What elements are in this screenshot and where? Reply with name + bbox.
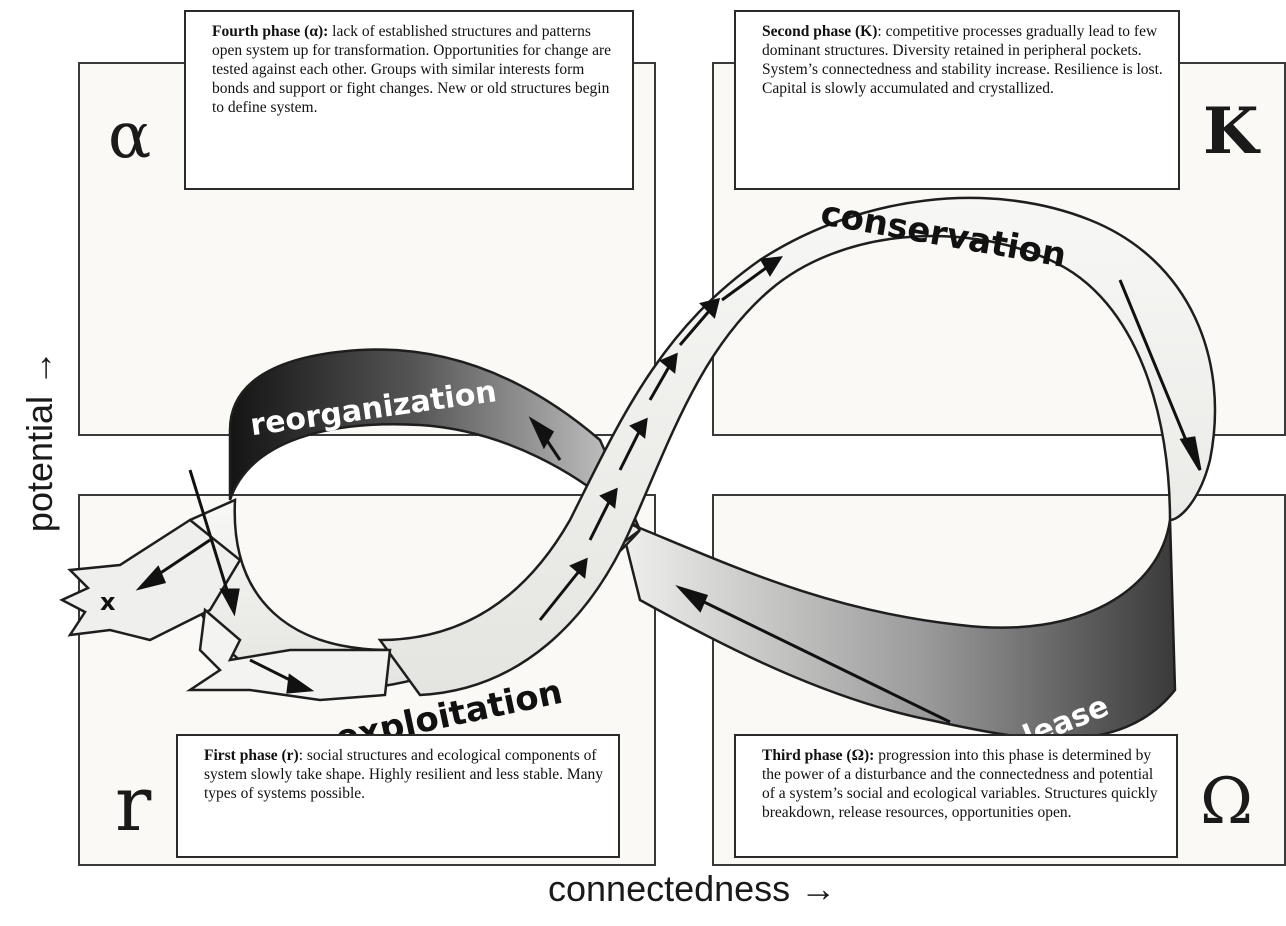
dashed-arrows bbox=[538, 256, 783, 621]
conservation-ribbon bbox=[377, 196, 1217, 697]
description-alpha: Fourth phase (α): lack of established st… bbox=[184, 10, 634, 190]
letter-omega: Ω bbox=[1200, 765, 1254, 839]
letter-alpha: α bbox=[108, 99, 152, 173]
description-r: First phase (r): social structures and e… bbox=[176, 734, 620, 858]
text-omega: progression into this phase is determine… bbox=[762, 747, 1158, 821]
text-alpha: lack of established structures and patte… bbox=[212, 23, 612, 116]
entry-tail bbox=[185, 607, 392, 702]
release-ribbon bbox=[618, 517, 1177, 741]
letter-k: K bbox=[1203, 94, 1259, 169]
flow-arrows bbox=[135, 279, 1202, 724]
letter-r: r bbox=[115, 759, 152, 848]
heading-r: First phase (r) bbox=[204, 747, 299, 764]
y-axis-label: potential → bbox=[19, 349, 60, 533]
label-exit: x bbox=[100, 588, 116, 616]
heading-k: Second phase (K) bbox=[762, 23, 878, 40]
text-k: : competitive processes gradually lead t… bbox=[762, 23, 1163, 97]
text-r: : social structures and ecological compo… bbox=[204, 747, 604, 802]
heading-omega: Third phase (Ω): bbox=[762, 747, 875, 764]
x-axis-label: connectedness → bbox=[548, 868, 837, 909]
description-omega: Third phase (Ω): progression into this p… bbox=[734, 734, 1178, 858]
heading-alpha: Fourth phase (α): bbox=[212, 23, 329, 40]
description-k: Second phase (K): competitive processes … bbox=[734, 10, 1180, 190]
